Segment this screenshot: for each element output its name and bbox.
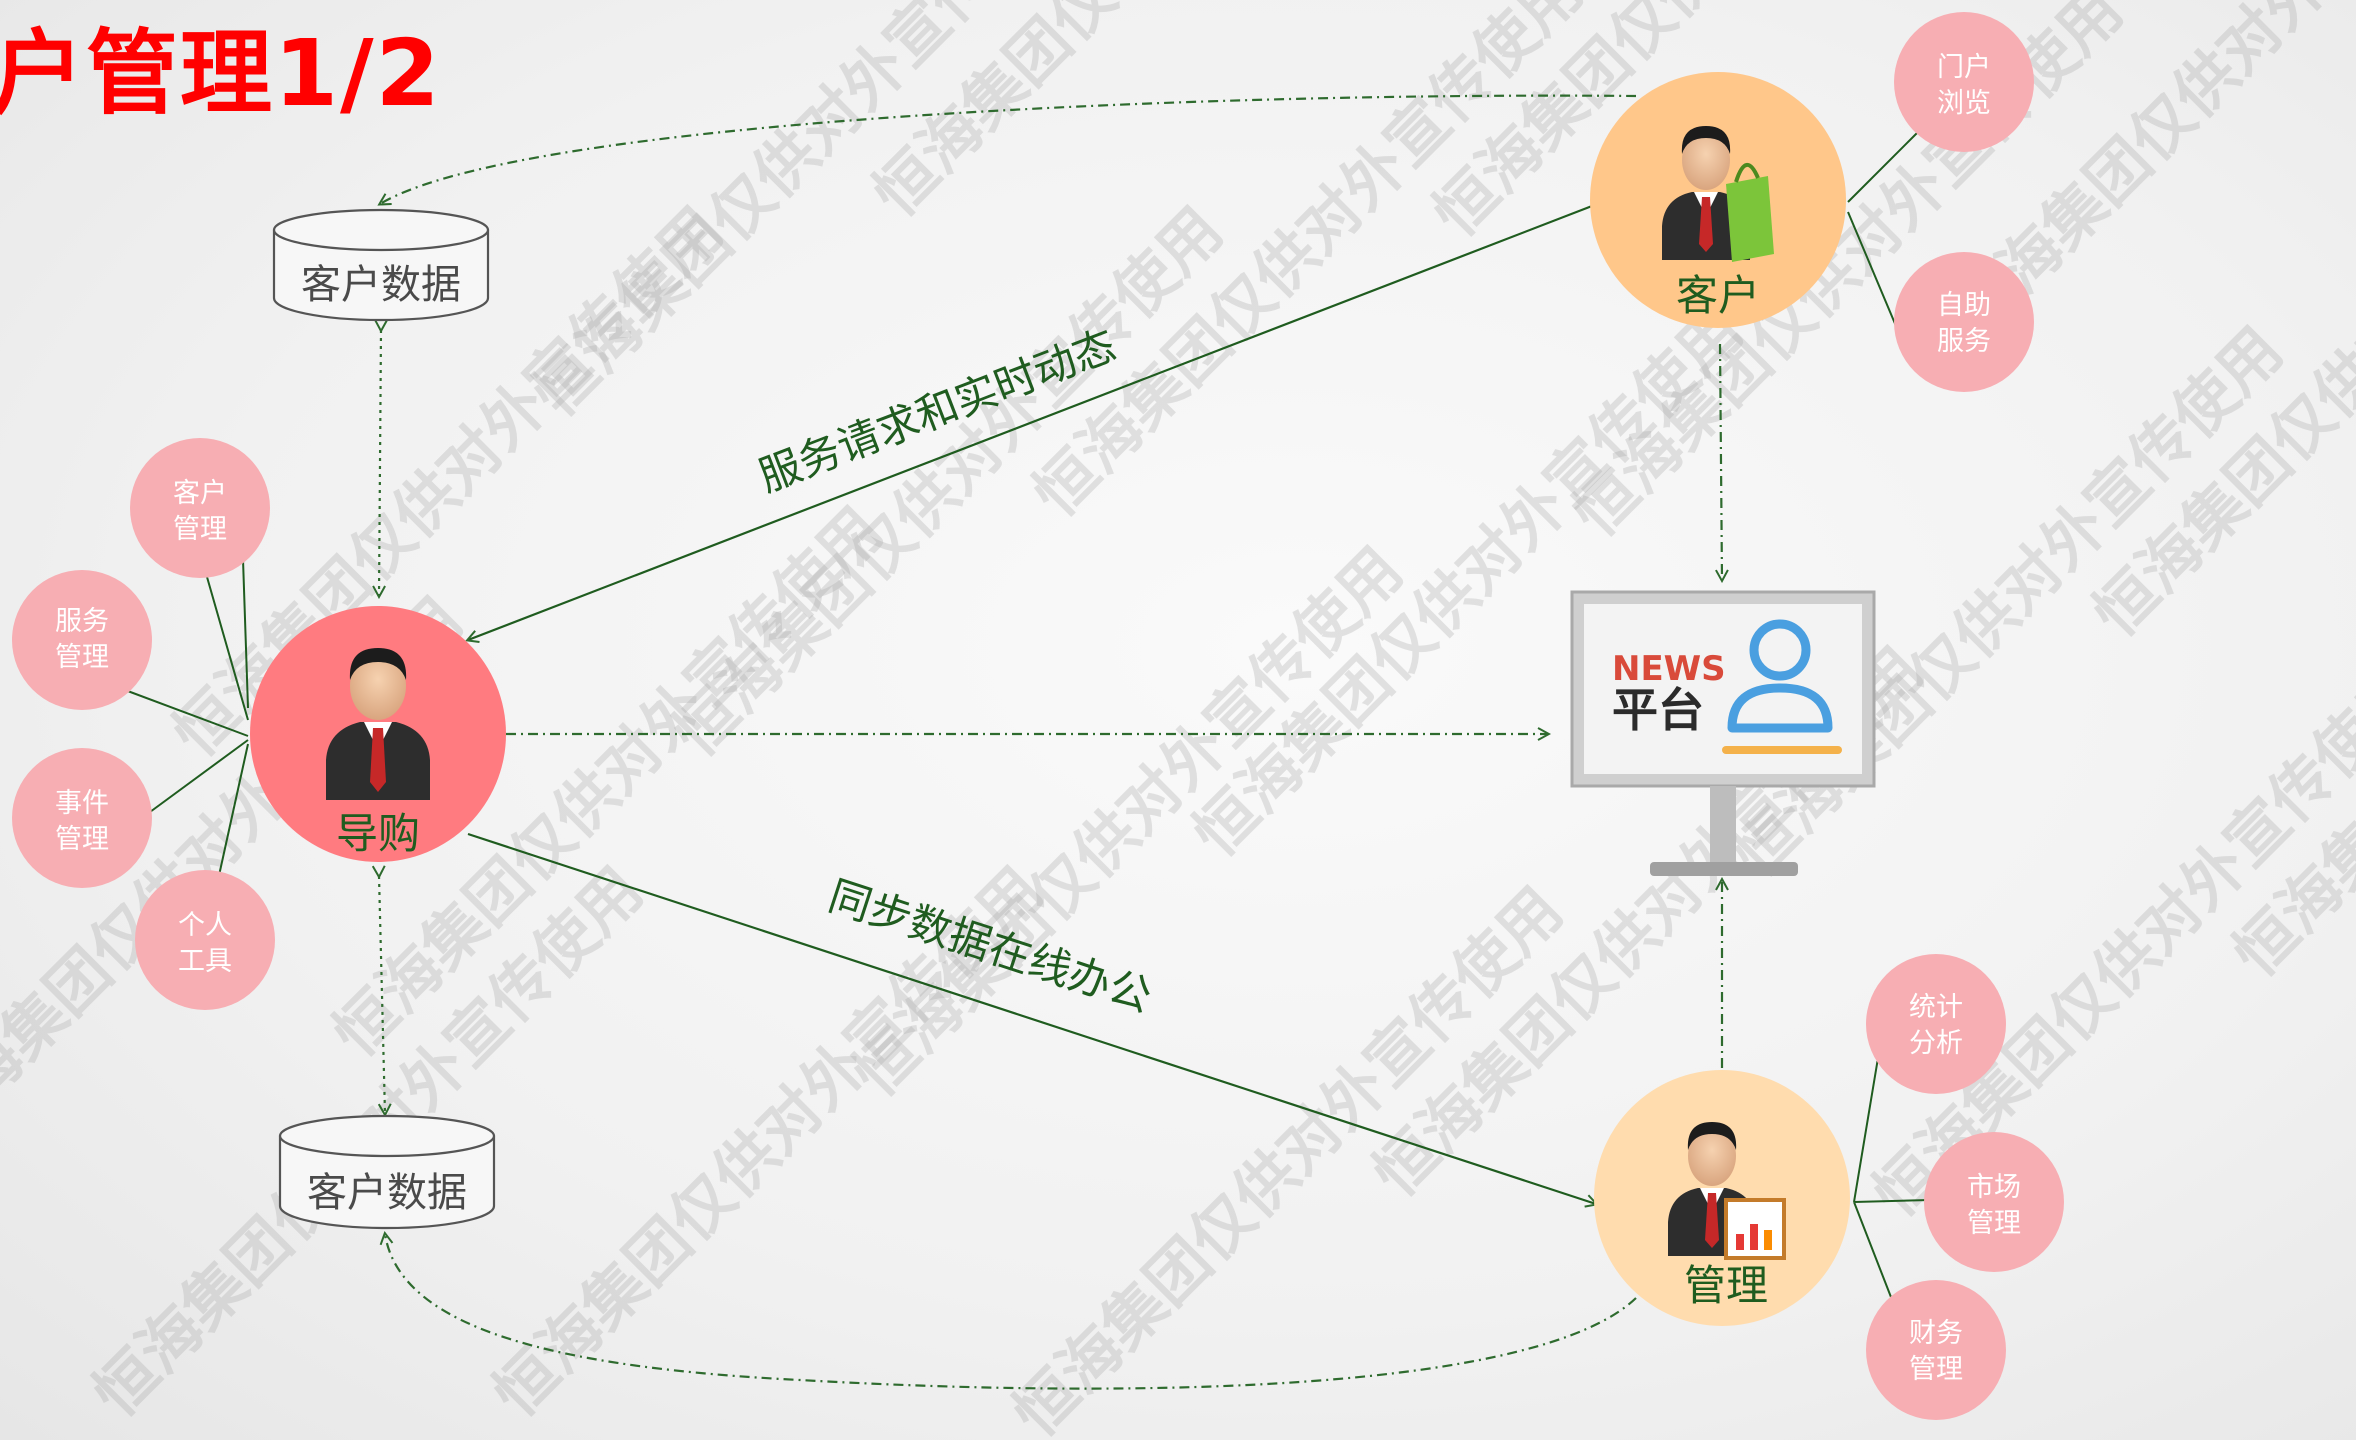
- bubble-line1: 个人: [178, 910, 232, 941]
- bubble-line2: 管理: [1909, 1354, 1963, 1385]
- guide-to-manager-connector: [467, 832, 1596, 1204]
- bubble-line1: 财务: [1909, 1318, 1963, 1349]
- bubble-service-management: 服务 管理: [12, 570, 152, 710]
- customer-spoke-1: [1847, 129, 1921, 203]
- guide-spoke-3: [149, 739, 249, 813]
- watermark-text: 恒海集团仅供对外宣传使用: [659, 193, 1237, 771]
- db-top-label: 客户数据: [301, 262, 461, 308]
- bubble-line1: 客户: [173, 478, 227, 509]
- user-profile-icon: [1722, 619, 1842, 754]
- bubble-personal-tools: 个人 工具: [135, 870, 275, 1010]
- guide-node: 导购: [250, 606, 506, 862]
- bubble-statistics: 统计 分析: [1866, 954, 2006, 1094]
- report-chart-icon: [1724, 1198, 1786, 1260]
- shopper-icon: [1662, 126, 1774, 262]
- manager-bubbles: 统计 分析 市场 管理 财务 管理: [1866, 954, 2064, 1420]
- bubble-line2: 分析: [1909, 1028, 1963, 1059]
- manager-node: 管理: [1594, 1070, 1850, 1326]
- customer-data-db-bottom: 客户数据: [278, 1114, 496, 1230]
- customer-node: 客户: [1590, 72, 1846, 328]
- guide-label: 导购: [336, 809, 420, 858]
- customer-label: 客户: [1676, 271, 1760, 320]
- watermark-text: 恒海集团仅供对外宣传使用: [1019, 0, 1597, 531]
- manager-label: 管理: [1684, 1261, 1768, 1310]
- bubble-portal-browse: 门户 浏览: [1894, 12, 2034, 152]
- guide-spoke-2: [124, 689, 249, 737]
- bubble-customer-management: 客户 管理: [130, 438, 270, 578]
- bubble-line1: 市场: [1967, 1172, 2021, 1203]
- bubble-line2: 管理: [1967, 1208, 2021, 1239]
- customer-to-platform-connector: [1720, 343, 1722, 580]
- customer-to-guide-connector: [468, 204, 1593, 640]
- manager-icon: [1668, 1122, 1786, 1260]
- platform-node: NEWS 平台: [1570, 590, 1876, 876]
- bubble-line1: 自助: [1937, 290, 1991, 321]
- bubble-market-management: 市场 管理: [1924, 1132, 2064, 1272]
- bubble-line2: 管理: [173, 514, 227, 545]
- page-title: 户管理1/2: [0, 20, 442, 127]
- db-bottom-label: 客户数据: [307, 1170, 467, 1216]
- customer-to-db-top-connector: [380, 94, 1637, 204]
- salesperson-icon: [326, 648, 430, 800]
- shopping-bag-icon: [1726, 163, 1774, 262]
- bubble-line2: 服务: [1937, 326, 1991, 357]
- watermark-text: 恒海集团仅供对外宣传使用: [839, 533, 1417, 1111]
- bubble-self-service: 自助 服务: [1894, 252, 2034, 392]
- guide-spoke-4: [217, 743, 249, 881]
- customer-data-db-top: 客户数据: [272, 208, 490, 322]
- news-label: NEWS: [1612, 649, 1726, 689]
- bubble-line1: 事件: [55, 788, 109, 819]
- manager-spokes: [1853, 1045, 1931, 1311]
- connectors: [124, 94, 1931, 1390]
- platform-label: 平台: [1612, 683, 1704, 737]
- guide-bubbles: 客户 管理 服务 管理 事件 管理 个人 工具: [12, 438, 275, 1010]
- bubble-event-management: 事件 管理: [12, 748, 152, 888]
- customer-spoke-2: [1847, 211, 1897, 327]
- bubble-line2: 管理: [55, 824, 109, 855]
- manager-to-db-bottom-connector: [385, 1234, 1637, 1390]
- bubble-line1: 门户: [1937, 52, 1991, 83]
- bubble-line2: 管理: [55, 642, 109, 673]
- bubble-line1: 统计: [1909, 992, 1963, 1023]
- bubble-line2: 工具: [178, 946, 232, 977]
- bubble-line2: 浏览: [1937, 88, 1991, 119]
- bubble-line1: 服务: [55, 606, 109, 637]
- customer-bubbles: 门户 浏览 自助 服务: [1894, 12, 2034, 392]
- bubble-finance-management: 财务 管理: [1866, 1280, 2006, 1420]
